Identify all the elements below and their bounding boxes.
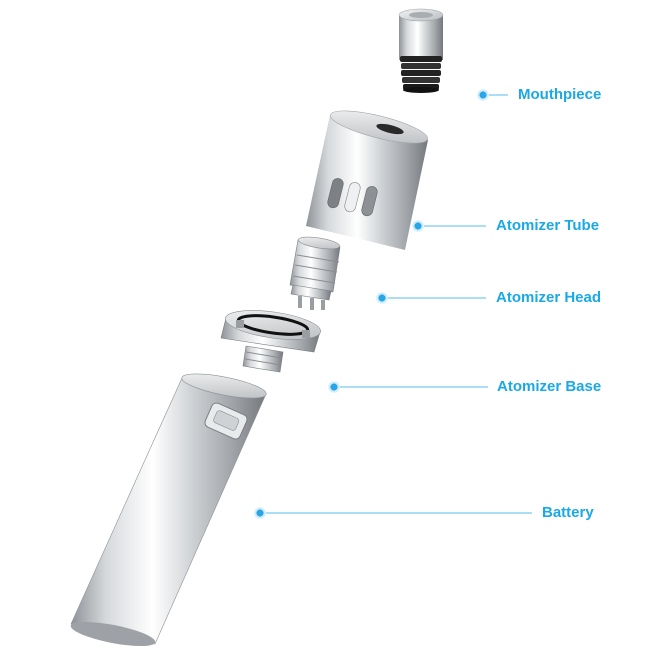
mouthpiece-callout-dot — [477, 89, 489, 101]
atomizer-head-part — [289, 236, 341, 310]
battery-part — [70, 373, 267, 647]
atomizer-tube-part — [306, 110, 428, 250]
atomizer-head-label: Atomizer Head — [496, 289, 602, 306]
mouthpiece-label: Mouthpiece — [518, 86, 602, 103]
atomizer-tube-label: Atomizer Tube — [496, 217, 600, 234]
atomizer-tube-callout-dot — [412, 220, 424, 232]
atomizer-head-callout-dot — [376, 292, 388, 304]
atomizer-base-part — [220, 310, 321, 373]
atomizer-base-label: Atomizer Base — [497, 378, 602, 395]
mouthpiece-part — [398, 8, 444, 93]
battery-callout-dot — [254, 507, 266, 519]
atomizer-base-callout-dot — [328, 381, 340, 393]
battery-label: Battery — [542, 504, 594, 521]
